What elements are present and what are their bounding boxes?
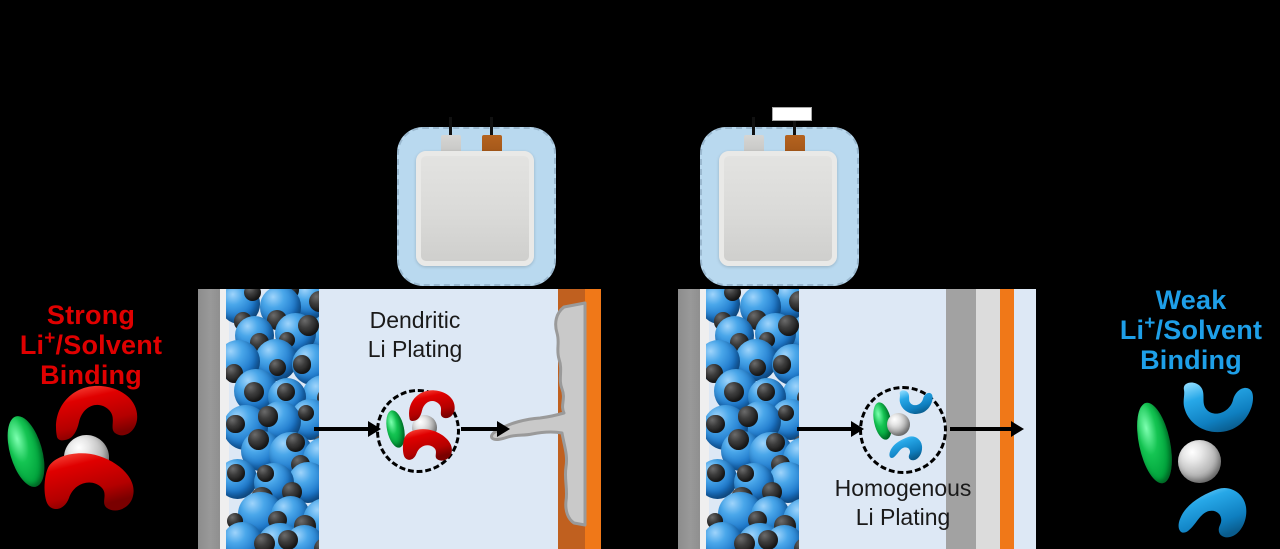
electrode-particle — [247, 429, 269, 451]
lithium-dendrite-left — [490, 301, 587, 527]
electrode-particle — [226, 414, 245, 433]
solvent-crescent-blue-top-icon — [1183, 382, 1254, 433]
battery-wire-negative-left — [449, 117, 452, 139]
left-cell-panel: Dendritic Li Plating — [198, 289, 601, 549]
right-caption-line2: Li+/Solvent — [1102, 313, 1280, 346]
electrode-particle — [316, 387, 319, 409]
electrode-particle — [756, 382, 775, 401]
electrode-particle — [253, 532, 275, 549]
battery-wire-positive-right — [793, 117, 796, 139]
arrow-left-out — [461, 421, 510, 437]
left-caption-li: Li — [19, 330, 45, 361]
electrode-particle — [257, 465, 274, 482]
electrode-particle — [257, 406, 278, 427]
lithium-ion-sphere-icon — [887, 413, 910, 436]
left-panel-label-line2: Li Plating — [367, 335, 463, 362]
solvent-crescent-blue-bottom-icon — [1178, 487, 1247, 538]
electrode-particle — [737, 406, 758, 427]
electrode-particle — [313, 537, 319, 549]
left-panel-label-line1: Dendritic — [369, 307, 461, 333]
graphite-electrode-right — [706, 289, 799, 549]
right-caption: Weak Li+/Solvent Binding — [1102, 285, 1280, 376]
solvent-crescent-blue-bottom-icon — [889, 436, 923, 461]
solvation-shell-circle-right — [859, 386, 947, 474]
battery-icon-right[interactable] — [700, 117, 859, 286]
electrode-particle — [292, 354, 312, 374]
left-caption-line1: Strong — [46, 300, 136, 330]
electrode-particle — [298, 405, 315, 422]
electrode-particle — [793, 537, 799, 549]
solvent-crescent-red-top-icon — [409, 390, 455, 421]
anion-ellipse-icon — [1130, 399, 1179, 487]
battery-body-right — [719, 151, 837, 266]
electrode-particle — [309, 290, 319, 313]
solvation-shell-circle-left — [376, 389, 460, 473]
right-panel-label-line2: Li Plating — [855, 503, 951, 530]
arrow-right-in — [797, 421, 864, 437]
copper-collector-bright-left — [585, 289, 601, 549]
electrode-particle — [757, 530, 778, 549]
electrode-particle — [796, 387, 799, 409]
electrode-particle — [723, 381, 744, 402]
lithium-layer-dark-right — [946, 289, 976, 549]
electrode-particle — [766, 432, 786, 453]
electrode-particle — [789, 290, 799, 313]
anode-current-collector-left — [198, 289, 220, 549]
right-caption-solvent: /Solvent — [1155, 315, 1263, 346]
lithium-layer-light-right — [976, 289, 1000, 549]
electrode-particle — [748, 358, 767, 376]
electrode-particle — [778, 315, 799, 337]
solvent-crescent-red-bottom-icon — [402, 429, 452, 461]
right-caption-plus: + — [1144, 313, 1156, 335]
copper-collector-right — [1000, 289, 1014, 549]
electrode-particle — [243, 381, 264, 402]
battery-body-left — [416, 151, 534, 266]
left-caption-line2: Li+/Solvent — [0, 328, 182, 361]
right-cell-panel: Homogenous Li Plating — [678, 289, 1036, 549]
battery-icon-left[interactable] — [397, 117, 556, 286]
solvent-crescent-blue-top-icon — [899, 390, 933, 414]
electrode-particle — [733, 532, 755, 549]
electrode-particle — [727, 429, 749, 451]
solvent-crescent-red-top-icon — [56, 385, 138, 441]
electrode-particle — [276, 382, 295, 401]
collector-gap-left — [220, 289, 229, 549]
anode-current-collector-right — [678, 289, 700, 549]
electrode-particle — [772, 354, 792, 374]
electrode-particle — [286, 432, 306, 453]
arrow-right-out — [950, 421, 1024, 437]
electrode-particle — [227, 464, 245, 482]
arrow-left-in — [314, 421, 381, 437]
electrode-particle — [268, 358, 287, 376]
collector-gap-right — [700, 289, 709, 549]
electrode-particle — [298, 315, 319, 337]
battery-wire-negative-right — [752, 117, 755, 139]
right-panel-label: Homogenous Li Plating — [808, 474, 998, 532]
right-panel-label-line1: Homogenous — [834, 475, 972, 501]
solvent-crescent-red-bottom-icon — [44, 453, 134, 511]
electrode-particle — [707, 464, 725, 482]
right-caption-li: Li — [1119, 315, 1145, 346]
right-caption-line3: Binding — [1140, 345, 1242, 376]
left-caption-plus: + — [44, 328, 56, 350]
battery-marker-right — [772, 107, 812, 121]
left-panel-label: Dendritic Li Plating — [335, 306, 495, 364]
electrode-particle — [723, 289, 741, 302]
left-caption-solvent: /Solvent — [55, 330, 163, 361]
right-caption-line1: Weak — [1155, 285, 1227, 315]
electrode-particle — [277, 530, 298, 549]
graphite-electrode-left — [226, 289, 319, 549]
lithium-ion-sphere-icon — [1178, 440, 1221, 483]
left-caption: Strong Li+/Solvent Binding — [0, 300, 182, 391]
electrode-particle — [737, 465, 754, 482]
electrode-particle — [778, 405, 795, 422]
electrode-particle — [243, 289, 261, 302]
electrode-particle — [706, 414, 725, 433]
left-caption-line3: Binding — [40, 360, 142, 391]
battery-wire-positive-left — [490, 117, 493, 139]
